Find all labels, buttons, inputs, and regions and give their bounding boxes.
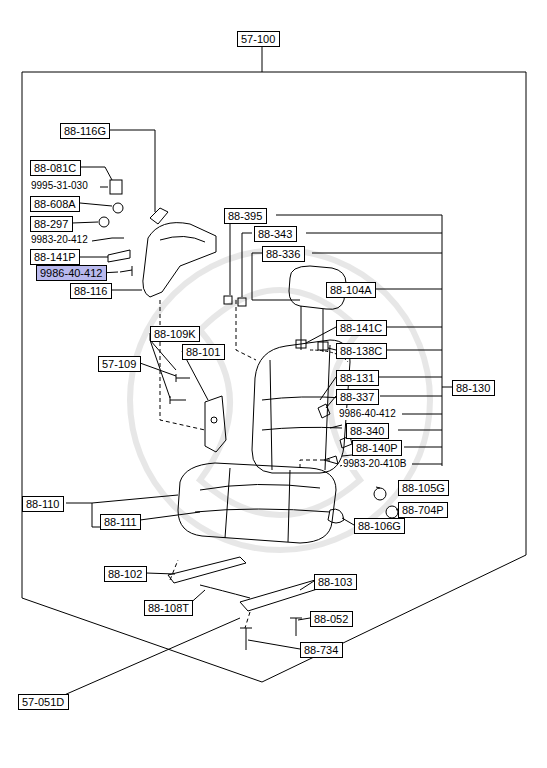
part-number: 88-608A [34,198,76,210]
part-number: 88-081C [34,162,76,174]
callout-box: 88-734 [300,642,343,658]
seat-back [252,340,350,473]
part-number: 88-337 [340,391,374,403]
callout-box: 88-340 [346,423,389,439]
part-number: 9983-20-412 [30,234,89,246]
callout-box: 88-395 [224,208,267,224]
callout-box: 88-105G [398,480,449,496]
part-number: 88-052 [314,613,348,625]
callout-box: 88-104A [326,282,376,298]
part-number: 88-395 [228,210,262,222]
seat-cushion [178,463,336,543]
callout-box: 88-109K [150,326,200,342]
part-number: 88-734 [304,644,338,656]
part-number: 9995-31-030 [30,180,89,192]
part-number: 57-051D [22,696,64,708]
part-number: 57-100 [241,33,275,45]
part-number: 88-130 [456,382,490,394]
callout-box: 88-138C [336,343,387,359]
callout-box: 88-081C [30,160,81,176]
part-number: 88-116 [74,285,107,297]
part-number: 9986-40-412 [40,267,102,279]
part-number: 88-343 [258,228,292,240]
callout-box: 88-116G [60,123,110,139]
callout-box: 88-116 [70,283,112,299]
callout-box: 88-131 [336,370,379,386]
callout-box: 88-141P [30,249,80,265]
seat-rail [168,557,246,583]
part-number: 88-297 [34,218,68,230]
part-number: 88-704P [402,504,444,516]
part-number: 88-336 [266,248,300,260]
callout-box: 88-337 [336,389,379,405]
part-number: 88-116G [64,125,106,137]
callout-box: 88-108T [144,600,193,616]
callout-box: 88-110 [22,496,64,512]
callout-box: 88-101 [182,344,225,360]
callout-box: 88-106G [354,518,405,534]
part-number: 88-105G [402,482,445,494]
part-number: 88-138C [340,345,382,357]
part-number: 88-140P [356,442,398,454]
group-frame [22,72,526,682]
part-number: 88-340 [350,425,384,437]
callout-box: 57-109 [98,356,141,372]
callout-box: 88-103 [314,574,357,590]
part-number: 88-111 [104,516,137,528]
part-number: 9983-20-410B [342,458,407,470]
callout-box: 88-102 [104,566,147,582]
part-number: 88-101 [186,346,220,358]
part-number: 88-102 [108,568,142,580]
bushing [374,488,386,500]
callout-box: 57-100 [237,31,280,47]
callout-box: 88-140P [352,440,402,456]
part-number: 88-141C [340,322,382,334]
callout-box: 88-343 [254,226,297,242]
callout-box: 88-052 [310,611,353,627]
part-number: 88-108T [148,602,189,614]
callout-box: 88-297 [30,216,73,232]
recliner-cover [143,223,216,297]
callout-box: 88-704P [398,502,448,518]
callout-box: 57-051D [18,694,69,710]
part-number: 88-106G [358,520,401,532]
callout-box: 88-336 [262,246,305,262]
callout-box: 88-608A [30,196,80,212]
part-number: 88-109K [154,328,196,340]
part-number: 88-103 [318,576,352,588]
recline-hinge [205,396,226,452]
part-number: 88-131 [340,372,374,384]
callout-box: 88-130 [452,380,495,396]
part-number: 88-104A [330,284,372,296]
part-number: 88-110 [26,498,59,510]
part-number: 9986-40-412 [338,408,397,420]
part-number: 88-141P [34,251,76,263]
callout-box: 88-111 [100,514,141,530]
callout-box: 9986-40-412 [36,265,107,281]
callout-box: 88-141C [336,320,387,336]
part-number: 57-109 [102,358,136,370]
